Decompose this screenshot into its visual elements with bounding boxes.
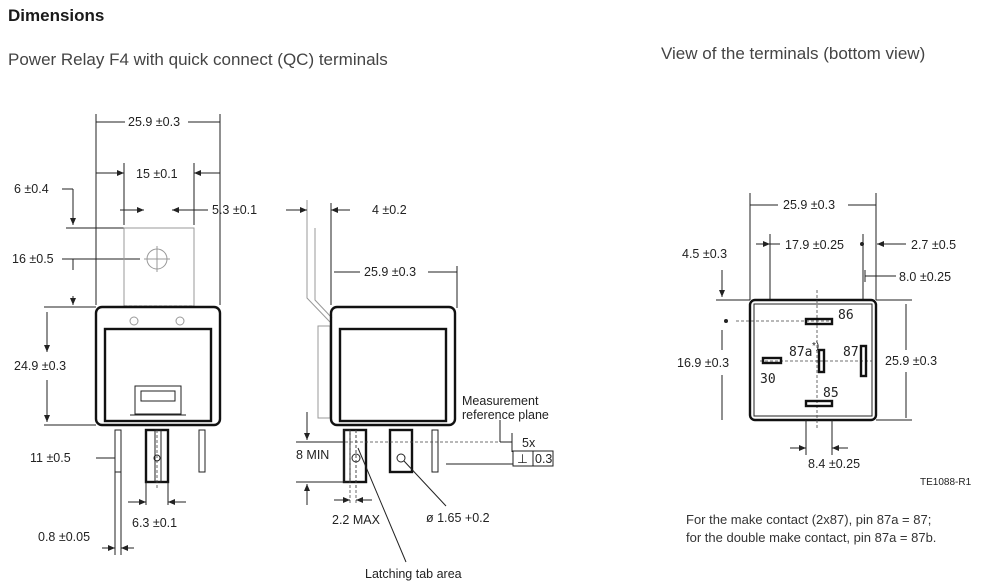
subtitle-bottom-view: View of the terminals (bottom view) (661, 44, 926, 63)
hole-height-dim: 16 ±0.5 (12, 252, 54, 266)
pin-label-87a: 87a (789, 345, 812, 360)
pin-length-dim: 11 ±0.5 (30, 451, 71, 465)
pin-spacing-dim: 17.9 ±0.25 (785, 238, 844, 252)
max-tab-dim: 2.2 MAX (332, 513, 381, 527)
pin-label-30: 30 (760, 372, 776, 387)
side-width-dim: 25.9 ±0.3 (364, 265, 416, 279)
measure-label-1: Measurement (462, 394, 539, 408)
mount-spacing-dim: 15 ±0.1 (136, 167, 178, 181)
left-height-dim: 16.9 ±0.3 (677, 356, 729, 370)
footnote-line-1: For the make contact (2x87), pin 87a = 8… (686, 512, 931, 527)
bottom-offset-dim: 8.4 ±0.25 (808, 457, 860, 471)
right-height-dim: 25.9 ±0.3 (885, 354, 937, 368)
pin-87a-slot (817, 348, 826, 374)
page-title: Dimensions (8, 6, 105, 25)
pin-87a-mark: *) (812, 341, 819, 352)
pin-85-slot (804, 399, 834, 408)
right-offset-dim: 8.0 ±0.25 (899, 270, 951, 284)
bracket-offset-dim: 5.3 ±0.1 (212, 203, 257, 217)
side-view: 4 ±0.2 25.9 ±0.3 Measurement reference p… (286, 200, 554, 581)
front-width-dim: 25.9 ±0.3 (128, 115, 180, 129)
measure-label-2: reference plane (462, 408, 549, 422)
tol-count: 5x (522, 436, 536, 450)
subtitle-relay: Power Relay F4 with quick connect (QC) t… (8, 50, 388, 69)
tol-value: 0.3 (535, 452, 552, 466)
pin-30-slot (761, 356, 783, 365)
hole-diameter-dim: ø 1.65 +0.2 (426, 511, 490, 525)
pin-label-86: 86 (838, 308, 854, 323)
pin-87-slot (859, 344, 868, 378)
pin-label-85: 85 (823, 386, 839, 401)
edge-offset-dim: 2.7 ±0.5 (911, 238, 956, 252)
latching-tab-label: Latching tab area (365, 567, 462, 581)
bottom-view: 25.9 ±0.3 17.9 ±0.25 2.7 ±0.5 8.0 ±0.25 … (677, 193, 972, 488)
ref-code: TE1088-R1 (920, 477, 972, 488)
bracket-thickness-dim: 4 ±0.2 (372, 203, 407, 217)
pin-86-slot (804, 317, 834, 326)
top-to-hole-dim: 6 ±0.4 (14, 182, 49, 196)
pin-label-87: 87 (843, 345, 859, 360)
top-offset-dim: 4.5 ±0.3 (682, 247, 727, 261)
pin-width-dim: 6.3 ±0.1 (132, 516, 177, 530)
min-length-dim: 8 MIN (296, 448, 329, 462)
body-height-dim: 24.9 ±0.3 (14, 359, 66, 373)
footnote-line-2: for the double make contact, pin 87a = 8… (686, 530, 936, 545)
bottom-width-dim: 25.9 ±0.3 (783, 198, 835, 212)
pin-thickness-dim: 0.8 ±0.05 (38, 530, 90, 544)
front-view: 25.9 ±0.3 15 ±0.1 5.3 ±0.1 6 ±0.4 16 ±0.… (12, 114, 257, 555)
tol-symbol: ⊥ (517, 452, 528, 466)
